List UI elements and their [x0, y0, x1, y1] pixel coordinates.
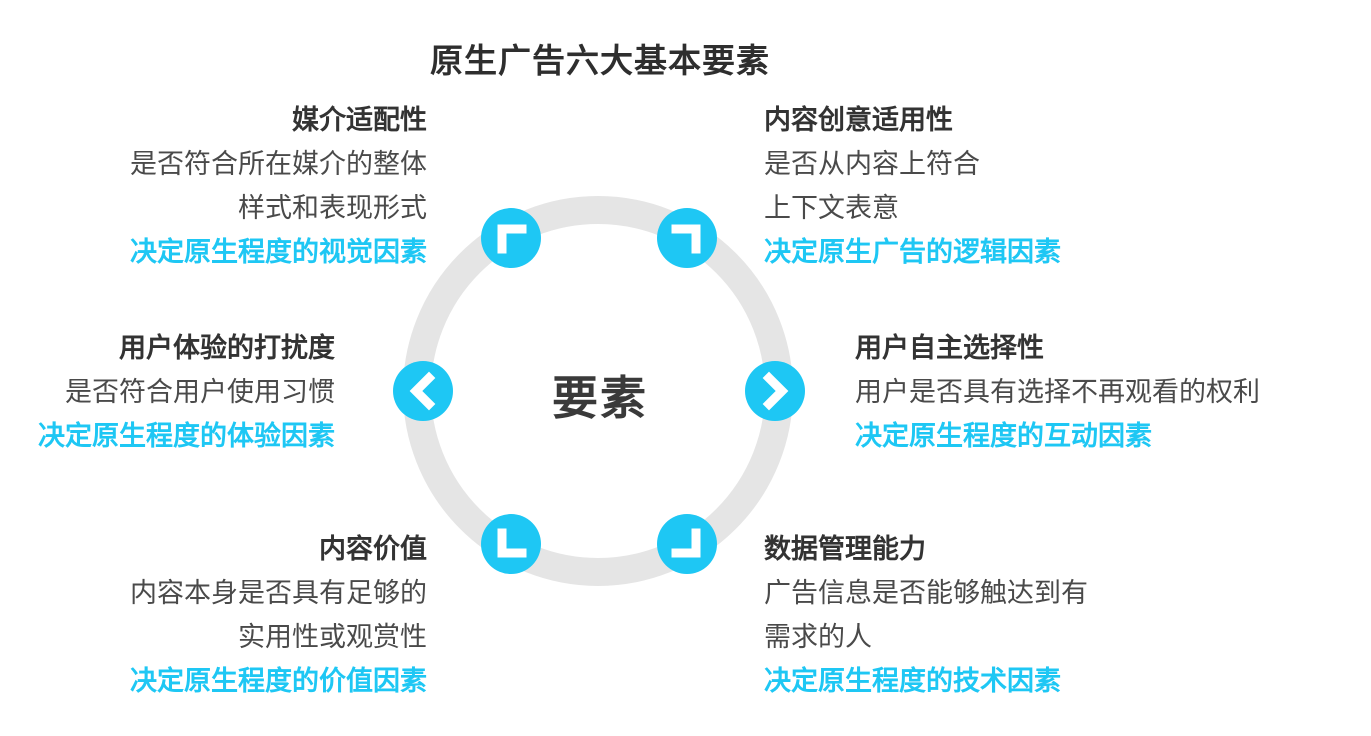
element-description-line: 是否符合用户使用习惯	[65, 377, 335, 408]
element-factor: 决定原生程度的技术因素	[764, 666, 1061, 697]
arrow-up-left-icon	[481, 208, 541, 268]
element-heading: 内容价值	[319, 534, 427, 565]
element-factor: 决定原生程度的视觉因素	[130, 237, 427, 268]
element-factor: 决定原生广告的逻辑因素	[764, 237, 1061, 268]
element-data-management: 数据管理能力 广告信息是否能够触达到有 需求的人 决定原生程度的技术因素	[764, 528, 1088, 704]
element-media-fit: 媒介适配性 是否符合所在媒介的整体 样式和表现形式 决定原生程度的视觉因素	[130, 99, 427, 275]
element-description-line: 样式和表现形式	[238, 193, 427, 224]
arrow-up-right-icon	[657, 208, 717, 268]
element-description-line: 用户是否具有选择不再观看的权利	[855, 377, 1260, 408]
element-heading: 媒介适配性	[292, 105, 427, 136]
chevron-right-icon	[745, 361, 805, 421]
element-description-line: 广告信息是否能够触达到有	[764, 578, 1088, 609]
element-heading: 内容创意适用性	[764, 105, 953, 136]
element-description-line: 是否从内容上符合	[764, 149, 980, 180]
element-factor: 决定原生程度的价值因素	[130, 666, 427, 697]
element-user-disturbance: 用户体验的打扰度 是否符合用户使用习惯 决定原生程度的体验因素	[38, 327, 335, 459]
element-description-line: 需求的人	[764, 622, 872, 653]
element-heading: 数据管理能力	[764, 534, 926, 565]
element-heading: 用户体验的打扰度	[119, 333, 335, 364]
element-user-choice: 用户自主选择性 用户是否具有选择不再观看的权利 决定原生程度的互动因素	[855, 327, 1260, 459]
element-heading: 用户自主选择性	[855, 333, 1044, 364]
element-description-line: 是否符合所在媒介的整体	[130, 149, 427, 180]
element-content-value: 内容价值 内容本身是否具有足够的 实用性或观赏性 决定原生程度的价值因素	[130, 528, 427, 704]
element-description-line: 实用性或观赏性	[238, 622, 427, 653]
chevron-left-icon	[393, 361, 453, 421]
center-label: 要素	[552, 371, 648, 425]
diagram-title: 原生广告六大基本要素	[430, 41, 770, 80]
element-description-line: 上下文表意	[764, 193, 899, 224]
element-factor: 决定原生程度的体验因素	[38, 421, 335, 452]
element-content-creative: 内容创意适用性 是否从内容上符合 上下文表意 决定原生广告的逻辑因素	[764, 99, 1061, 275]
element-factor: 决定原生程度的互动因素	[855, 421, 1152, 452]
arrow-down-right-icon	[657, 514, 717, 574]
arrow-down-left-icon	[481, 514, 541, 574]
element-description-line: 内容本身是否具有足够的	[130, 578, 427, 609]
